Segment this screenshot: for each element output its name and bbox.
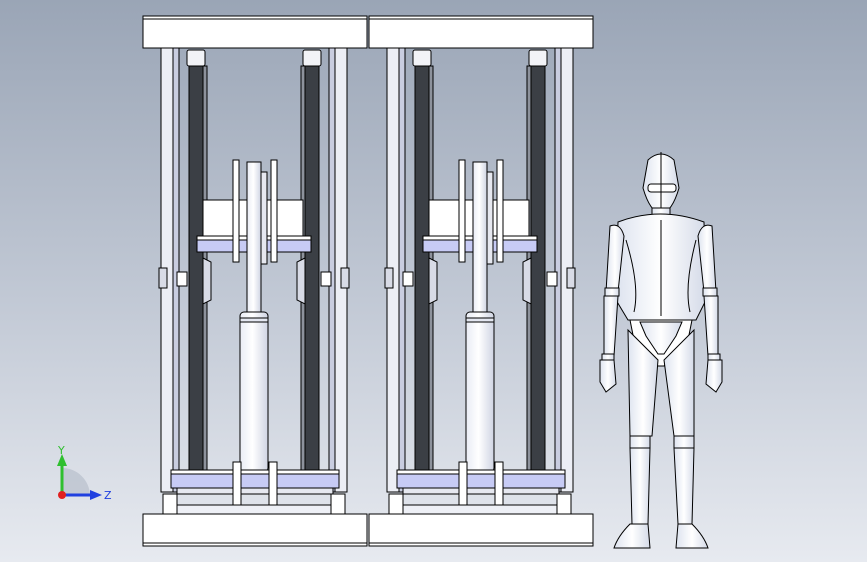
press-frame-right[interactable] — [368, 15, 594, 547]
y-axis-arrowhead — [57, 454, 67, 466]
z-axis-arrowhead — [90, 490, 102, 500]
x-axis-dot — [58, 491, 66, 499]
human-scale-mannequin[interactable] — [599, 152, 723, 549]
triad-plane-icon — [62, 468, 90, 495]
y-axis-label: Y — [57, 444, 65, 457]
z-axis-label: Z — [104, 489, 112, 502]
reference-triad: Y Z — [57, 444, 112, 502]
press-frame-left[interactable] — [142, 15, 368, 547]
